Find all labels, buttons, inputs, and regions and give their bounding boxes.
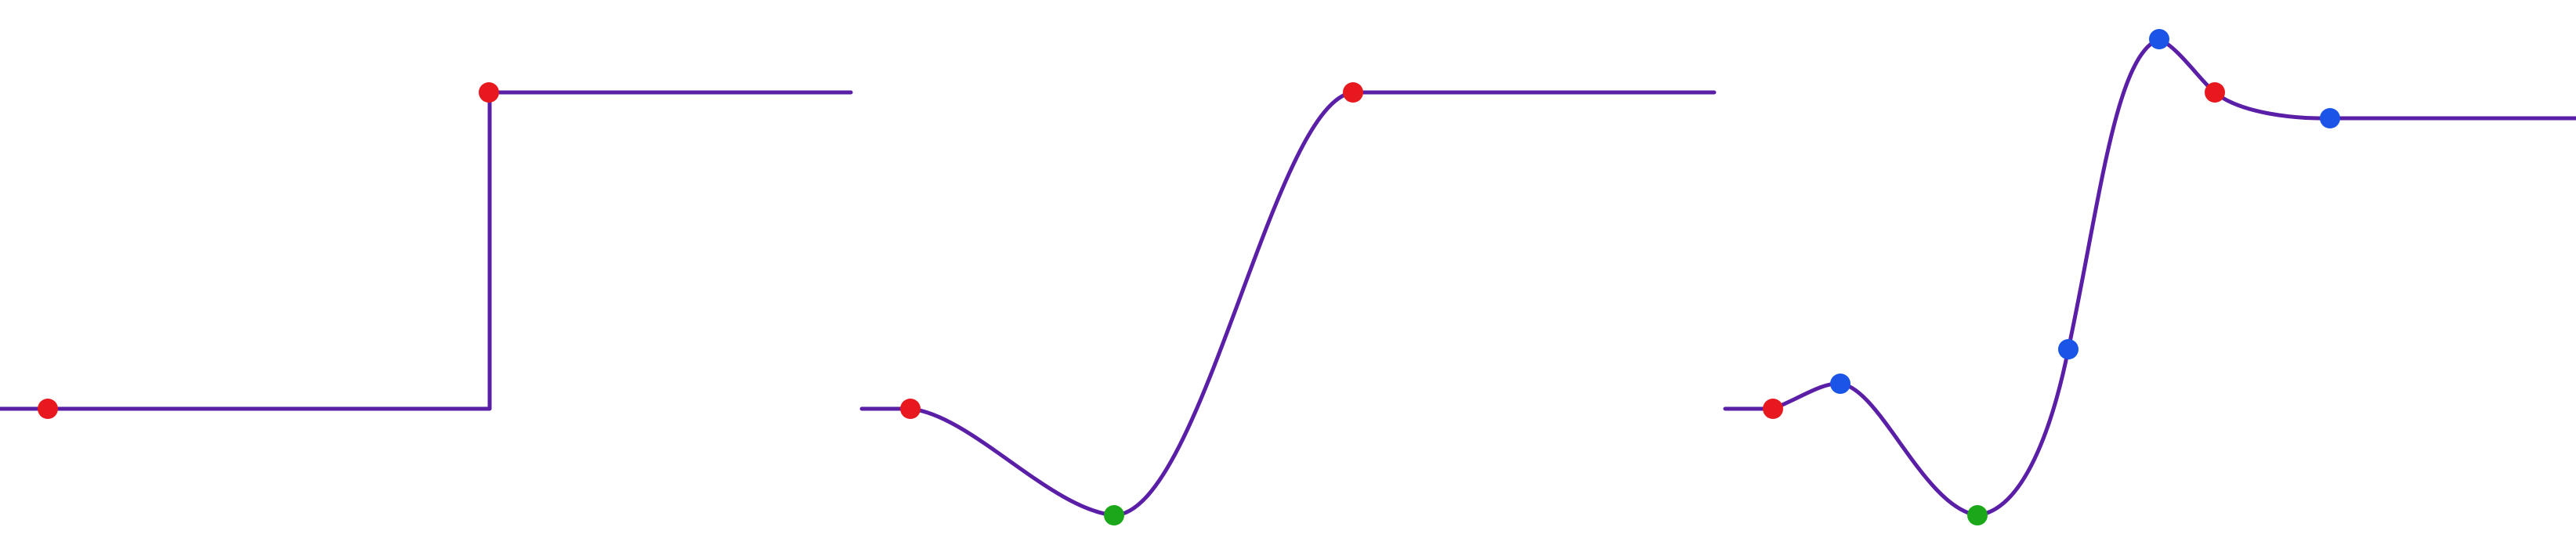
panel-smooth-transition bbox=[859, 82, 1717, 525]
start-endpoint-marker bbox=[38, 399, 58, 419]
end-endpoint-marker bbox=[2205, 82, 2225, 103]
smooth-curve bbox=[859, 90, 1717, 518]
rising-control-marker bbox=[2058, 339, 2079, 359]
settle-control-marker bbox=[2320, 108, 2340, 128]
panel-oscillating-transition bbox=[1723, 29, 2576, 525]
end-endpoint-marker bbox=[1343, 82, 1363, 103]
step-curve bbox=[0, 90, 853, 411]
end-endpoint-marker bbox=[479, 82, 499, 103]
first-control-marker bbox=[1830, 374, 1851, 394]
minimum-marker bbox=[1967, 505, 1988, 525]
minimum-marker bbox=[1104, 505, 1124, 525]
start-endpoint-marker bbox=[1763, 399, 1783, 419]
peak-control-marker bbox=[2149, 29, 2169, 49]
start-endpoint-marker bbox=[900, 399, 921, 419]
panel-step-transition bbox=[0, 82, 853, 419]
